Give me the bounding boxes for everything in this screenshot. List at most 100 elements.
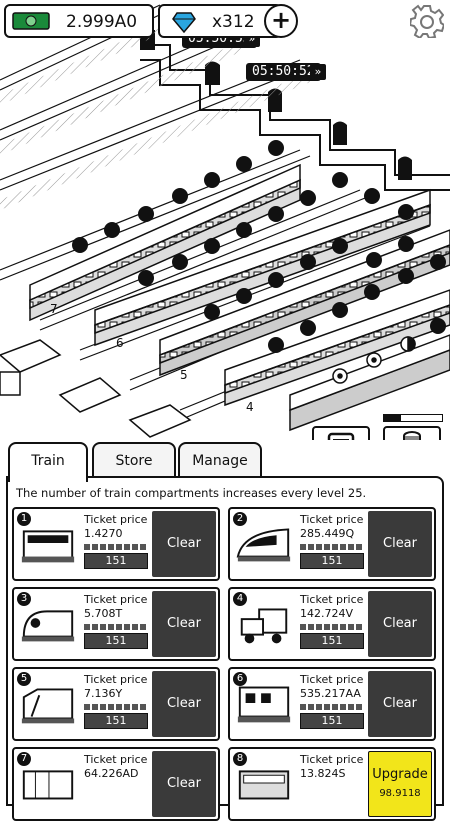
ticket-price-label: Ticket price [300,753,364,766]
train-icon [240,608,288,644]
train-number-badge: 8 [233,752,247,766]
clear-button[interactable]: Clear [368,591,432,657]
ticket-price-value: 1.4270 [84,527,123,540]
train-number-badge: 2 [233,512,247,526]
ticket-price-value: 5.708T [84,607,123,620]
clear-button[interactable]: Clear [152,751,216,817]
gem-value: x312 [212,12,255,32]
depot-buildings [0,339,192,438]
ticket-price-value: 142.724V [300,607,354,620]
railway-scene[interactable]: 7 6 5 4 05:50:55 » 05:50:52 » [0,0,450,440]
bus-button[interactable] [312,426,370,440]
upgrade-button[interactable]: Upgrade 98.9118 [368,751,432,817]
tab-store[interactable]: Store [92,442,176,478]
track-label-7: 7 [50,302,58,316]
train-number-badge: 6 [233,672,247,686]
money-value: 2.999A0 [66,12,138,32]
tab-manage[interactable]: Manage [178,442,262,478]
train-number-badge: 4 [233,592,247,606]
ticket-price-label: Ticket price [84,513,148,526]
clear-button[interactable]: Clear [368,671,432,737]
gear-icon[interactable] [410,4,444,38]
track-label-4: 4 [246,400,254,414]
ticket-price-value: 13.824S [300,767,346,780]
train-level: 151 [84,553,148,569]
station-button[interactable] [383,426,441,440]
level-progress-bar [84,704,146,710]
clear-button[interactable]: Clear [368,511,432,577]
ticket-price-value: 64.226AD [84,767,139,780]
train-icon [21,610,75,642]
add-gems-button[interactable]: + [264,4,298,38]
action-label: Clear [167,536,201,551]
station-pillars [140,30,412,180]
train-icon [22,770,74,800]
clear-button[interactable]: Clear [152,511,216,577]
train-icon [21,530,75,563]
train-level: 151 [300,633,364,649]
train-level: 151 [300,553,364,569]
action-label: Upgrade [372,767,428,782]
ticket-price-label: Ticket price [300,593,364,606]
level-progress-bar [84,544,146,550]
train-icon [237,686,291,723]
track-label-5: 5 [180,368,188,382]
cash-icon [12,12,50,30]
money-counter: 2.999A0 [4,4,154,38]
action-label: Clear [383,616,417,631]
top-bar: 2.999A0 x312 + [0,0,450,44]
level-progress-bar [300,624,362,630]
ticket-price-value: 535.217AA [300,687,361,700]
departure-timer: 05:50:52 [246,63,321,81]
fast-forward-icon[interactable]: » [310,64,326,80]
coin-pickups [332,336,416,384]
train-level: 151 [84,633,148,649]
railway-illustration [0,4,450,438]
ticket-price-label: Ticket price [84,753,148,766]
train-number-badge: 5 [17,672,31,686]
gem-counter: x312 [158,4,282,38]
action-label: Clear [383,696,417,711]
train-icon [21,688,75,724]
train-level: 151 [300,713,364,729]
ticket-price-label: Ticket price [300,673,364,686]
train-number-badge: 3 [17,592,31,606]
bottom-panel: Train Store Manage The number of train c… [6,440,444,821]
station-icon [403,431,421,440]
ticket-price-label: Ticket price [84,673,148,686]
diamond-icon [172,12,196,33]
ticket-price-label: Ticket price [300,513,364,526]
upgrade-cost: 98.9118 [379,788,421,799]
action-label: Clear [167,776,201,791]
ticket-price-label: Ticket price [84,593,148,606]
train-level: 151 [84,713,148,729]
level-progress-bar [300,544,362,550]
bus-icon [327,432,355,440]
action-label: Clear [167,616,201,631]
train-7 [29,163,301,322]
clear-button[interactable]: Clear [152,591,216,657]
action-label: Clear [167,696,201,711]
action-label: Clear [383,536,417,551]
clear-button[interactable]: Clear [152,671,216,737]
train-6 [94,188,431,347]
train-icon [236,528,291,562]
side-progress-fill [384,415,402,421]
passenger-dots [72,140,446,353]
info-text: The number of train compartments increas… [16,486,367,500]
level-progress-bar [84,624,146,630]
tab-train[interactable]: Train [8,442,88,482]
track-label-6: 6 [116,336,124,350]
ticket-price-value: 7.136Y [84,687,123,700]
train-number-badge: 7 [17,752,31,766]
side-progress-bar [383,414,443,422]
level-progress-bar [300,704,362,710]
